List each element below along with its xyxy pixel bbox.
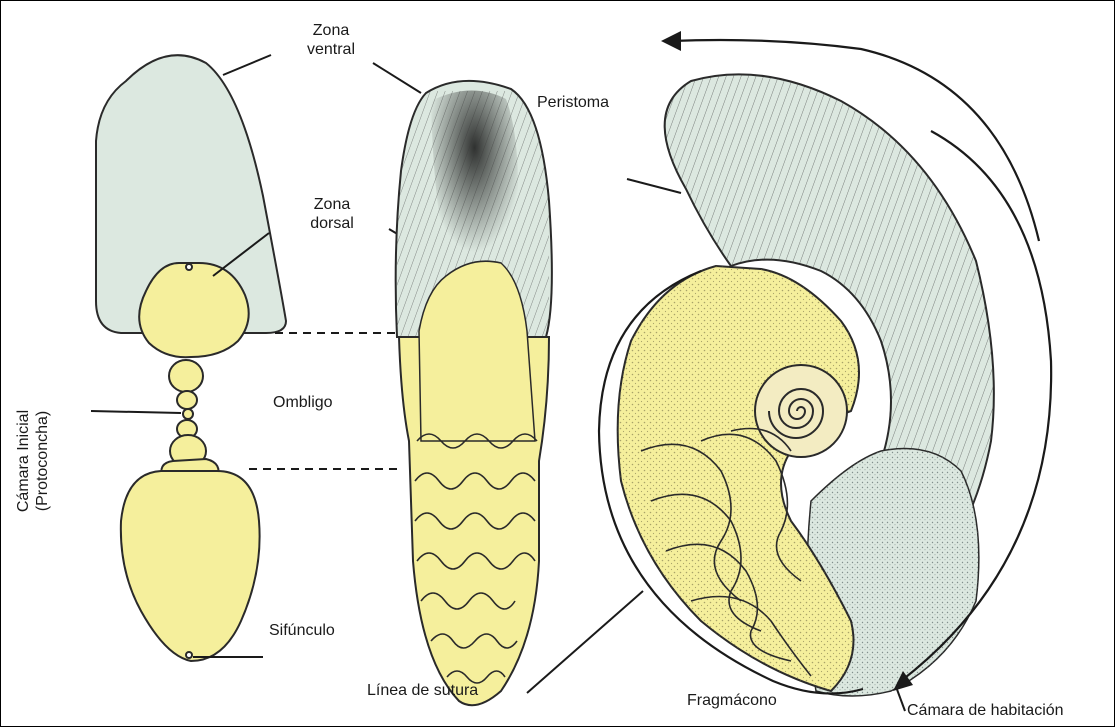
label-zona-ventral-line2: ventral [296,40,366,59]
label-ombligo: Ombligo [273,393,333,412]
ammonite-lateral-view [618,74,994,696]
whorl-section-upper [139,263,249,357]
lateral-phragmocone-dots [618,266,859,691]
label-zona-dorsal-line2: dorsal [297,214,367,233]
siphuncle-lower [186,652,192,658]
label-camara-inicial: Cámara Inicial (Protoconcha) [14,410,52,512]
label-camara-habitacion: Cámara de habitación [907,701,1064,720]
label-zona-dorsal: Zona dorsal [297,195,367,233]
label-sifunculo: Sifúnculo [269,621,335,640]
label-zona-ventral-line1: Zona [296,21,366,40]
cross-section-schematic [96,55,286,661]
whorl-section-small-2 [177,391,197,409]
whorl-section-lower [121,471,260,661]
label-camara-inicial-line2: (Protoconcha) [33,410,52,512]
siphuncle-upper [186,264,192,270]
arrowhead-top [661,31,681,51]
protoconch [183,409,193,419]
ammonite-front-view [396,81,552,705]
umbilical-spiral [755,365,847,457]
label-fragmacono: Fragmácono [687,691,777,710]
label-zona-dorsal-line1: Zona [297,195,367,214]
label-zona-ventral: Zona ventral [296,21,366,59]
label-camara-inicial-line1: Cámara Inicial [14,410,33,512]
whorl-section-small-1 [169,360,203,392]
label-peristoma: Peristoma [537,93,609,112]
label-linea-sutura: Línea de sutura [367,681,478,700]
front-inner-whorl [419,261,535,441]
